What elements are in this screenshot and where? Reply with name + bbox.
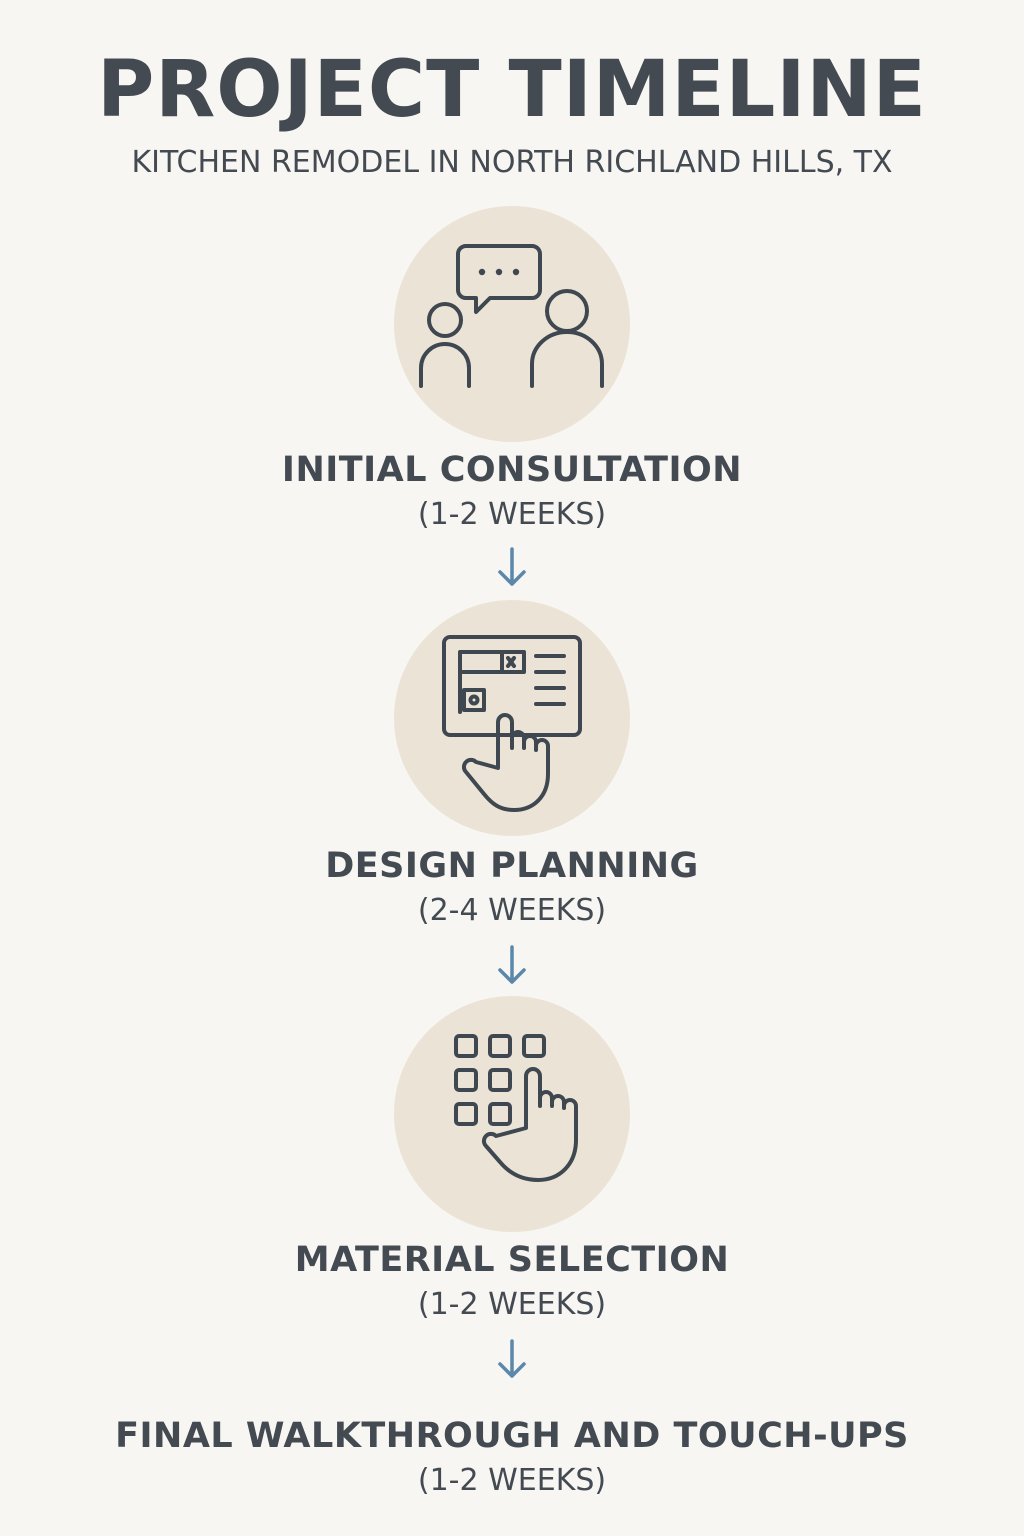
page-subtitle: KITCHEN REMODEL IN NORTH RICHLAND HILLS,… xyxy=(131,145,893,180)
step-duration-material-selection: (1-2 WEEKS) xyxy=(417,1287,607,1322)
down-arrow-icon xyxy=(496,546,528,590)
down-arrow-icon xyxy=(496,944,528,988)
step-duration-final-walkthrough: (1-2 WEEKS) xyxy=(417,1463,607,1498)
step-title-initial-consultation: INITIAL CONSULTATION xyxy=(281,450,743,490)
step-duration-design-planning: (2-4 WEEKS) xyxy=(417,893,607,928)
step-duration-initial-consultation: (1-2 WEEKS) xyxy=(417,497,607,532)
page-title: PROJECT TIMELINE xyxy=(97,45,927,135)
step-title-design-planning: DESIGN PLANNING xyxy=(325,846,699,886)
design-planning-icon xyxy=(394,600,630,836)
step-title-material-selection: MATERIAL SELECTION xyxy=(294,1240,730,1280)
material-selection-icon xyxy=(394,996,630,1232)
down-arrow-icon xyxy=(496,1338,528,1382)
step-title-final-walkthrough: FINAL WALKTHROUGH AND TOUCH-UPS xyxy=(115,1416,909,1456)
consultation-icon xyxy=(394,206,630,442)
